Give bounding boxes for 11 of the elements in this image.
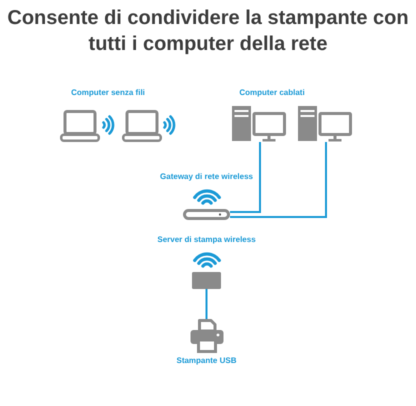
device-label: Gateway di rete wireless bbox=[160, 172, 253, 182]
cable-line bbox=[206, 289, 208, 319]
group-heading: Computer senza fili bbox=[71, 88, 145, 98]
desktop-computer-icon bbox=[232, 106, 286, 142]
device-label: Stampante USB bbox=[176, 356, 236, 366]
group-heading: Computer cablati bbox=[239, 88, 305, 98]
cable-line bbox=[230, 142, 327, 218]
title: Consente di condividere la stampante con tutti i computer della rete bbox=[6, 6, 410, 57]
device-label: Server di stampa wireless bbox=[157, 235, 256, 245]
desktop-computer-icon bbox=[298, 106, 352, 142]
cable-line bbox=[230, 142, 261, 213]
